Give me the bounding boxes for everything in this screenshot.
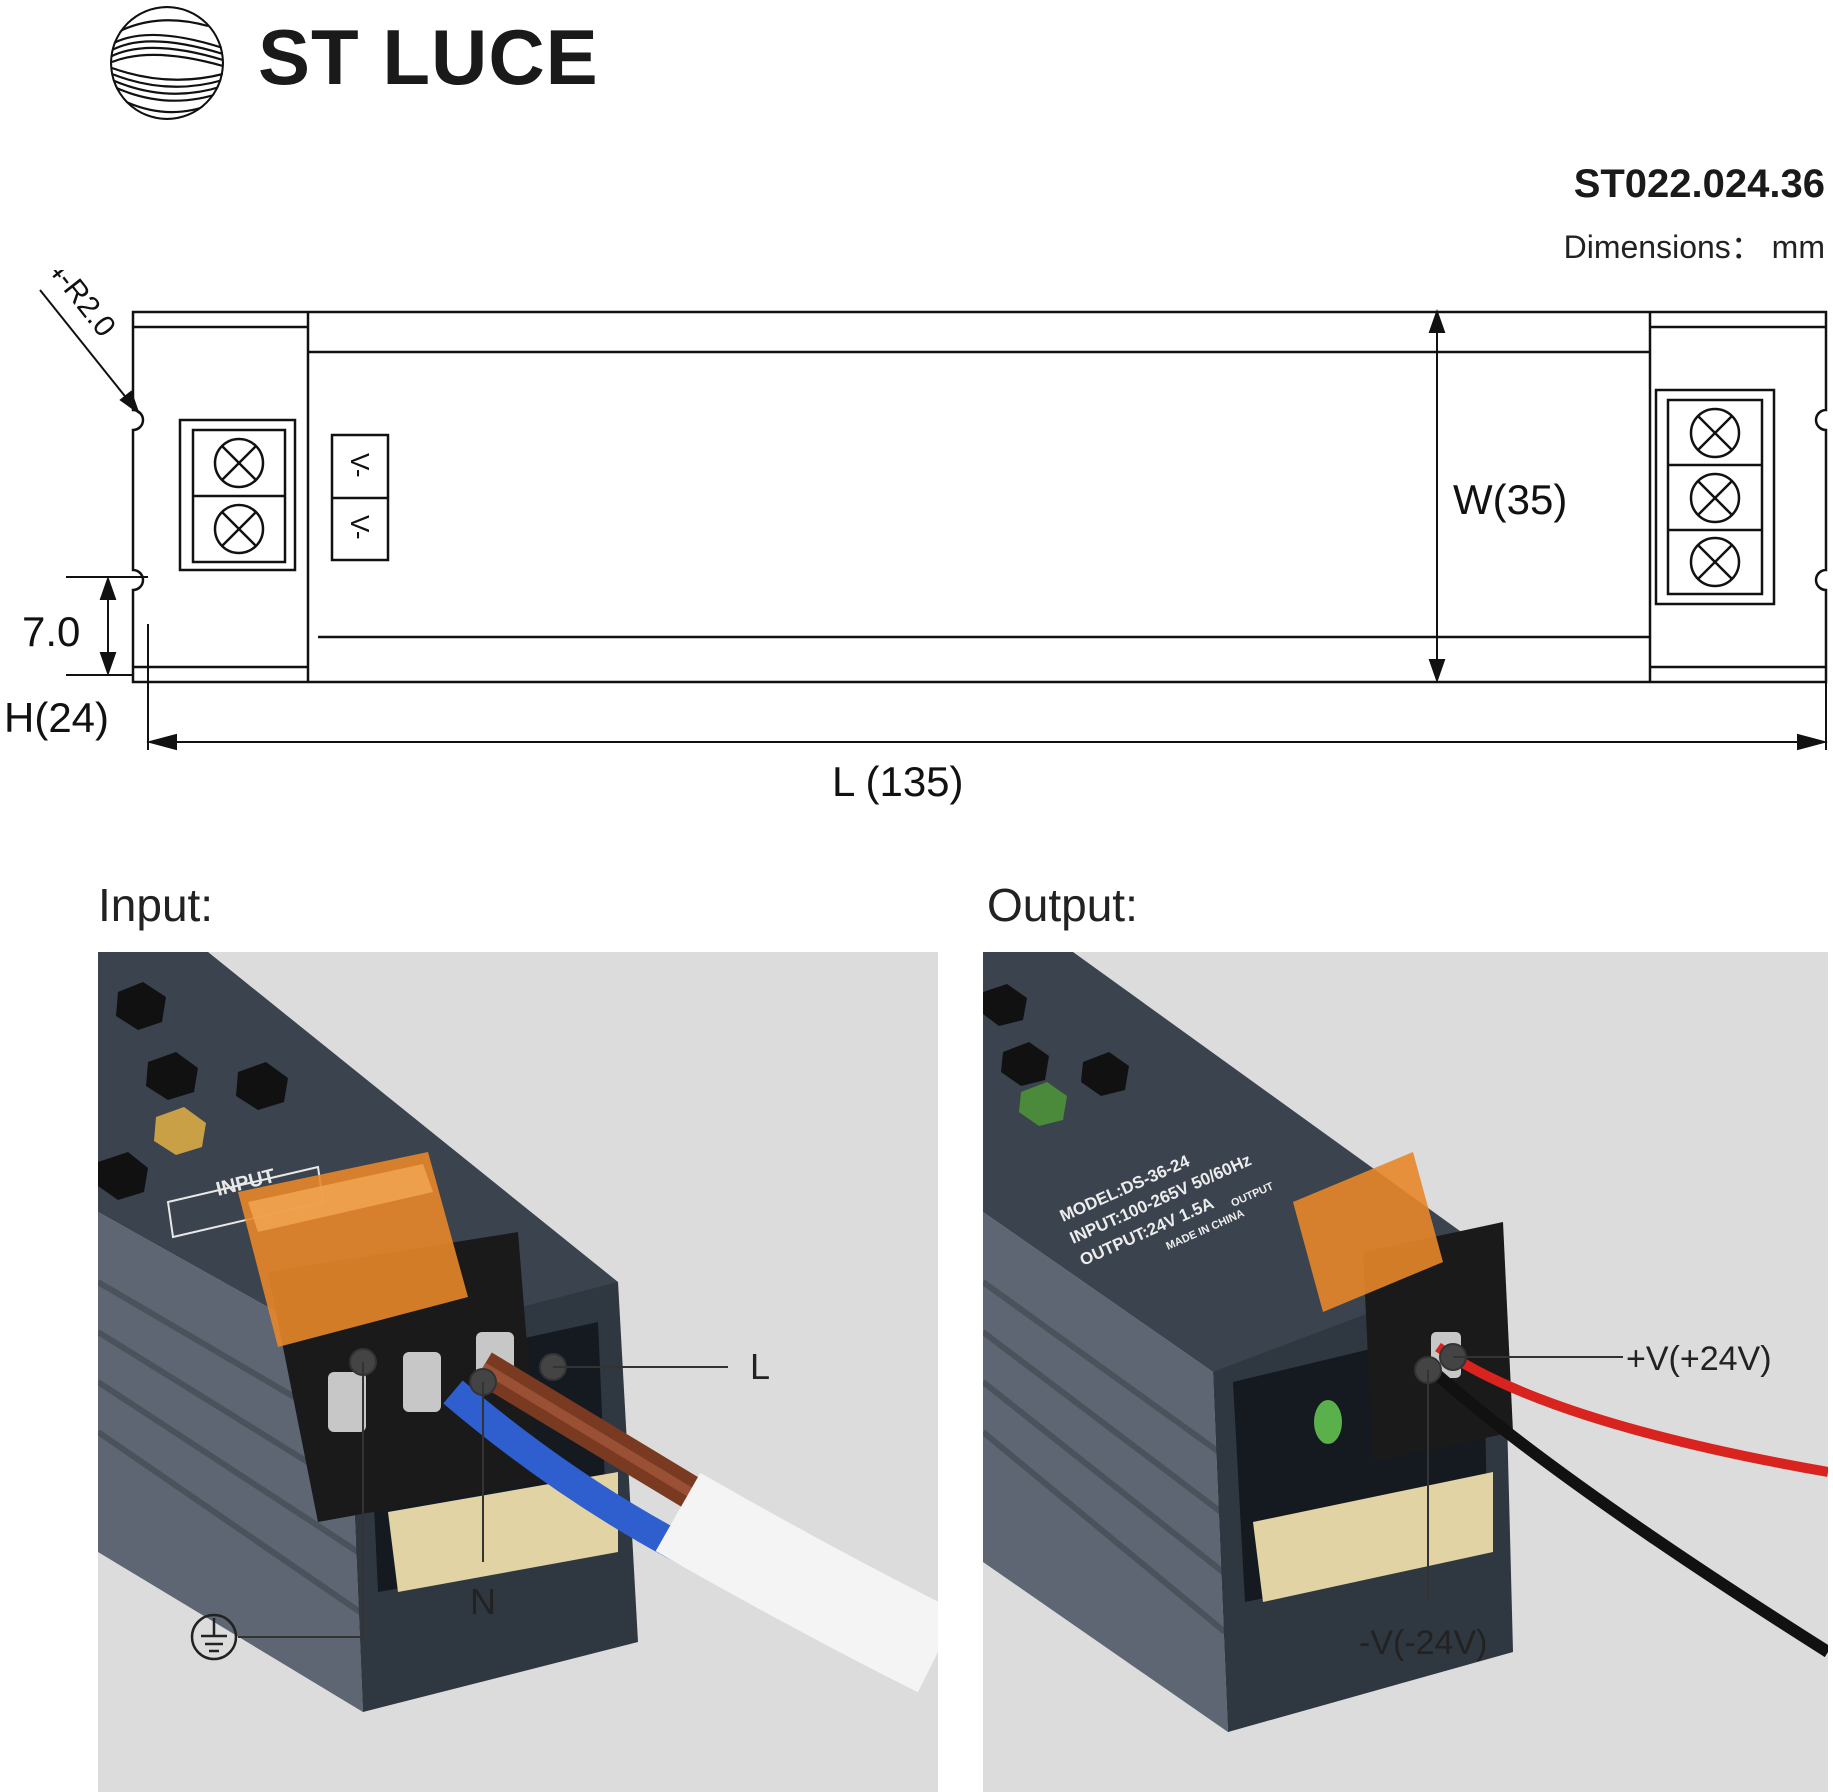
label-neutral: N [470, 1581, 496, 1622]
height-label: H(24) [4, 694, 109, 741]
input-photo: INPUT L N [98, 952, 938, 1792]
output-photo: MODEL:DS-36-24 INPUT:100-265V 50/60Hz OU… [983, 952, 1828, 1792]
dimension-drawing: W(35) 7.0 H(24) L (135) 4-R2.0 V- V- [4, 270, 1828, 805]
screw-icon [213, 437, 265, 489]
screw-icon [213, 503, 265, 555]
terminal-mark: V- [345, 515, 375, 540]
model-number: ST022.024.36 [1573, 162, 1825, 206]
width-label: W(35) [1453, 476, 1567, 523]
input-section-title: Input: [98, 879, 214, 931]
brand-name: ST LUCE [258, 13, 599, 101]
screw-icon [1689, 472, 1741, 524]
length-label: L (135) [832, 758, 964, 805]
screw-icon [1689, 407, 1741, 459]
label-negative: -V(-24V) [1359, 1624, 1487, 1662]
label-live: L [750, 1346, 770, 1387]
output-section-title: Output: [987, 879, 1138, 931]
screw-icon [1689, 536, 1741, 588]
label-positive: +V(+24V) [1626, 1340, 1772, 1378]
mount-offset-label: 7.0 [22, 608, 80, 655]
brand-logo [110, 6, 224, 120]
dimensions-unit: Dimensions： mm [1563, 229, 1825, 265]
terminal-mark: V- [345, 453, 375, 478]
ground-symbol-icon [190, 1613, 238, 1661]
